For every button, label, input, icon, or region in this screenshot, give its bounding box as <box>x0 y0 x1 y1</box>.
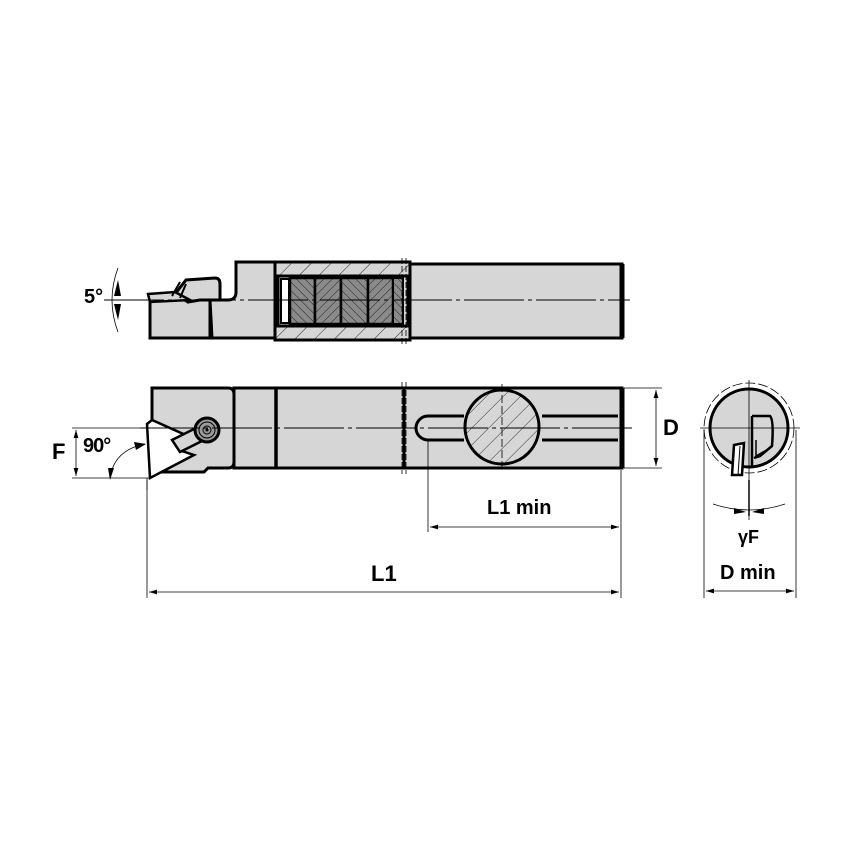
angle-90-label: 90° <box>83 435 111 457</box>
rake-angle-gamma-f-label: γF <box>738 527 760 547</box>
top-view <box>72 382 662 490</box>
dimension-l1-label: L1 <box>371 561 397 586</box>
dimension-d-label: D <box>663 415 679 440</box>
end-view <box>700 380 800 598</box>
dimension-f-label: F <box>52 439 66 464</box>
side-view <box>104 258 630 344</box>
dimension-d-min-label: D min <box>720 562 776 584</box>
length-dimensions <box>146 440 622 598</box>
dimension-l1-min-label: L1 min <box>487 497 552 519</box>
angle-5-label: 5° <box>84 286 104 308</box>
